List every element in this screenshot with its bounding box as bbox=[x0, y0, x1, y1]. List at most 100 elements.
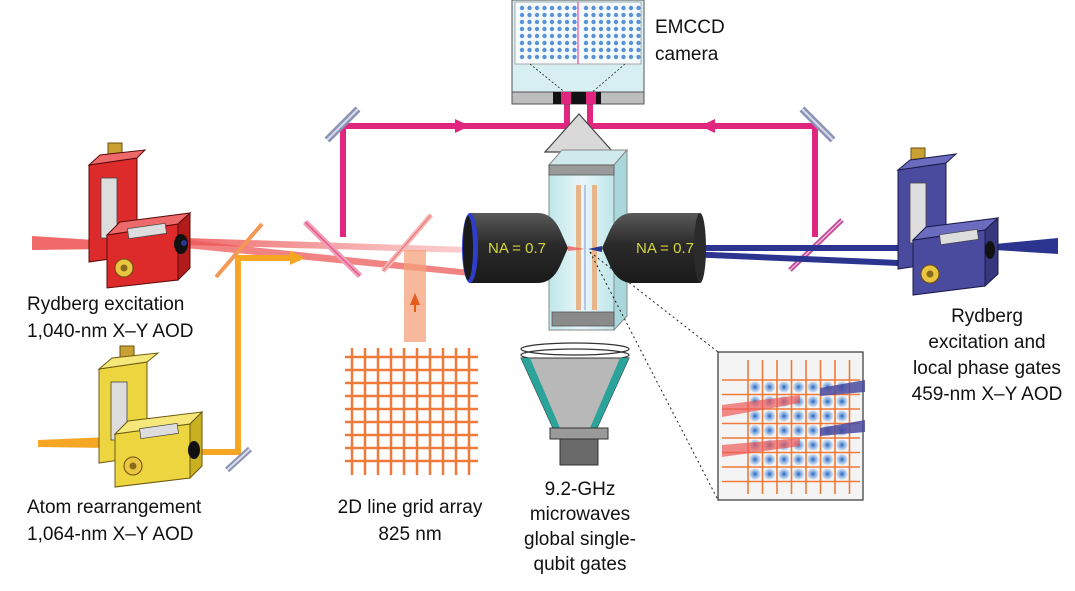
rearrangement-beam-path bbox=[38, 251, 305, 455]
atom-image-dot bbox=[534, 5, 540, 11]
atom-image-dot bbox=[519, 19, 525, 25]
atom-image-dot bbox=[534, 19, 540, 25]
inset-atom bbox=[778, 425, 790, 436]
inset-atom bbox=[836, 410, 848, 422]
atom-image-dot bbox=[598, 5, 604, 11]
atom-image-dot bbox=[519, 26, 525, 32]
atom-image-dot bbox=[572, 26, 577, 32]
atom-image-dot bbox=[628, 19, 634, 25]
atom-image-dot bbox=[583, 5, 589, 11]
line-grid-array bbox=[345, 348, 478, 475]
atom-image-dot bbox=[583, 33, 589, 39]
atom-image-dot bbox=[542, 54, 547, 60]
rydberg-left-label-line2: 1,040-nm X–Y AOD bbox=[27, 321, 194, 342]
atom-image-dot bbox=[621, 12, 626, 18]
atom-image-dot bbox=[549, 47, 555, 53]
rydberg-right-label-line4: 459-nm X–Y AOD bbox=[912, 384, 1063, 405]
prism bbox=[543, 113, 615, 153]
inset-atom bbox=[793, 425, 804, 436]
atom-image-dot bbox=[519, 54, 525, 60]
atom-image-dot bbox=[621, 33, 626, 39]
inset-atom bbox=[822, 410, 833, 422]
grid-label-line1: 2D line grid array bbox=[338, 497, 483, 518]
atom-image-dot bbox=[549, 33, 555, 39]
inset-atom bbox=[836, 454, 848, 465]
atom-image-dot bbox=[606, 54, 611, 60]
atom-image-dot bbox=[572, 12, 577, 18]
atom-image-dot bbox=[613, 5, 619, 11]
atom-image-dot bbox=[572, 40, 577, 46]
atom-image-dot bbox=[519, 12, 525, 18]
arrow-right-icon bbox=[455, 119, 470, 133]
inset-atom bbox=[764, 425, 775, 436]
atom-image-dot bbox=[527, 33, 532, 39]
atom-image-dot bbox=[519, 33, 525, 39]
rydberg-aod-459 bbox=[896, 147, 1000, 296]
atom-image-dot bbox=[534, 47, 540, 53]
inset-atom bbox=[836, 396, 848, 407]
atom-image-dot bbox=[549, 12, 555, 18]
inset-atom bbox=[764, 468, 775, 480]
atom-image-dot bbox=[549, 54, 555, 60]
na-label-left: NA = 0.7 bbox=[488, 240, 546, 257]
atom-image-dot bbox=[564, 12, 570, 18]
atom-image-dot bbox=[542, 5, 547, 11]
atom-image-dot bbox=[613, 12, 619, 18]
inset-atom bbox=[822, 396, 833, 407]
atom-image-dot bbox=[557, 12, 562, 18]
blue-output-beam bbox=[995, 238, 1058, 254]
inset-atom bbox=[807, 410, 819, 422]
inset-atom bbox=[807, 381, 819, 393]
atom-image-dot bbox=[534, 33, 540, 39]
inset-atom bbox=[749, 425, 761, 436]
blue-beam-upper bbox=[640, 245, 960, 251]
atom-image-dot bbox=[557, 40, 562, 46]
atom-image-dot bbox=[572, 54, 577, 60]
atom-image-dot bbox=[527, 19, 532, 25]
arrow-up-icon bbox=[410, 293, 420, 305]
atom-image-dot bbox=[527, 5, 532, 11]
imaging-beam-path bbox=[340, 95, 818, 237]
mirror-top-right bbox=[799, 106, 836, 143]
inset-atom bbox=[793, 468, 804, 480]
inset-atom bbox=[749, 468, 761, 480]
inset-atom bbox=[836, 439, 848, 451]
grid-label-line2: 825 nm bbox=[378, 524, 441, 545]
atom-image-dot bbox=[549, 26, 555, 32]
atom-image-dot bbox=[636, 26, 641, 32]
atom-image-dot bbox=[613, 47, 619, 53]
atom-image-dot bbox=[564, 40, 570, 46]
inset-atom bbox=[822, 454, 833, 465]
atom-image-dot bbox=[613, 40, 619, 46]
atom-image-dot bbox=[557, 19, 562, 25]
atom-image-dot bbox=[564, 19, 570, 25]
rydberg-right-label-line3: local phase gates bbox=[913, 358, 1061, 379]
atom-image-dot bbox=[549, 40, 555, 46]
rydberg-right-label-line1: Rydberg bbox=[951, 306, 1023, 327]
rydberg-left-label-line1: Rydberg excitation bbox=[27, 294, 184, 315]
atom-image-dot bbox=[598, 54, 604, 60]
atom-image-dot bbox=[606, 19, 611, 25]
microwave-label-line2: microwaves bbox=[530, 504, 630, 525]
mirror-top-left bbox=[324, 106, 361, 143]
inset-atom bbox=[764, 410, 775, 422]
objective-left: NA = 0.7 bbox=[462, 213, 568, 283]
atom-image-dot bbox=[542, 40, 547, 46]
atom-image-dot bbox=[636, 54, 641, 60]
atom-image-dot bbox=[583, 12, 589, 18]
emccd-camera bbox=[511, 0, 645, 105]
atom-image-dot bbox=[549, 5, 555, 11]
atom-image-dot bbox=[557, 54, 562, 60]
microwave-label-line1: 9.2-GHz bbox=[545, 479, 616, 500]
atom-image-dot bbox=[591, 5, 596, 11]
atom-image-dot bbox=[583, 19, 589, 25]
atom-image-dot bbox=[572, 5, 577, 11]
microwave-label-line3: global single- bbox=[524, 529, 636, 550]
microwave-label-line4: qubit gates bbox=[534, 554, 627, 575]
inset-atom bbox=[822, 468, 833, 480]
atom-image-dot bbox=[542, 19, 547, 25]
inset-atom bbox=[836, 468, 848, 480]
atom-image-dot bbox=[527, 54, 532, 60]
atom-image-dot bbox=[598, 40, 604, 46]
inset-atom bbox=[807, 439, 819, 451]
